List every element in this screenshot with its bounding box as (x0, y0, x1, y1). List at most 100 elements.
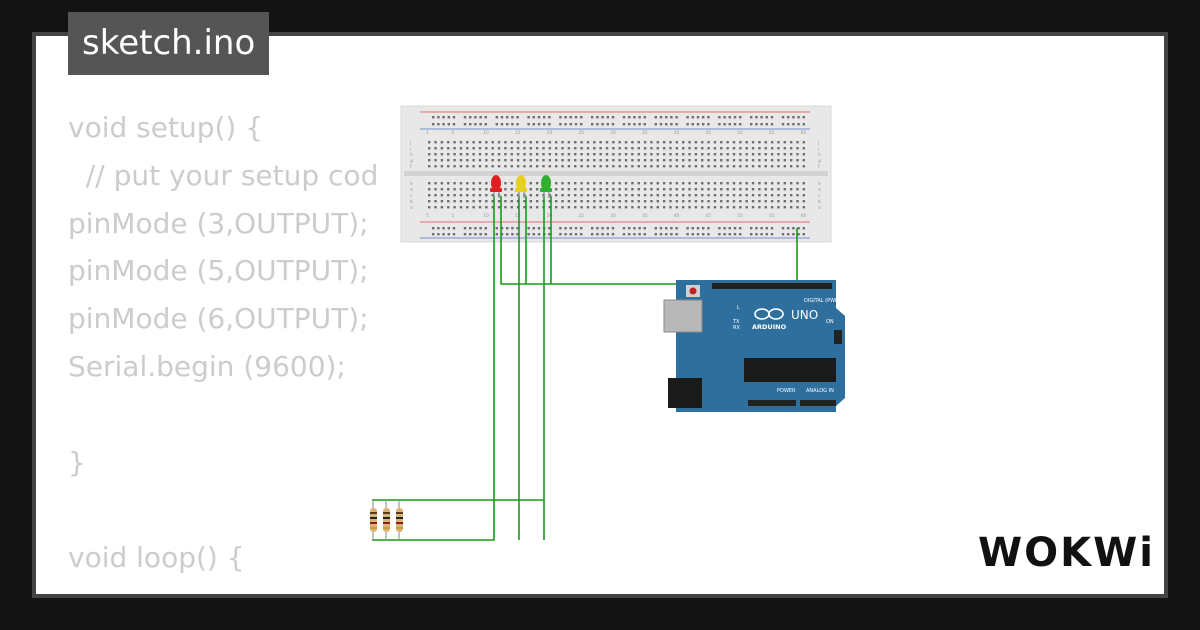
breadboard-hole (728, 116, 731, 119)
breadboard-hole (745, 188, 748, 191)
code-line[interactable]: } (68, 445, 86, 479)
breadboard-hole (591, 116, 594, 119)
breadboard-hole (434, 153, 437, 156)
breadboard-hole (472, 153, 475, 156)
breadboard-hole (802, 206, 806, 209)
breadboard-hole (628, 123, 631, 126)
breadboard-hole (440, 159, 444, 162)
code-line[interactable]: // put your main code here, to run repea… (68, 582, 728, 594)
breadboard-hole (510, 153, 513, 156)
breadboard-hole (535, 141, 539, 144)
resistor-2[interactable] (383, 500, 390, 540)
breadboard-hole (605, 165, 609, 168)
breadboard-hole (732, 147, 736, 150)
breadboard-hole (723, 116, 726, 119)
breadboard-hole (532, 123, 535, 126)
breadboard-hole (745, 141, 748, 144)
breadboard-hole (453, 147, 456, 150)
wire-red-led[interactable] (372, 196, 495, 541)
file-tab[interactable]: sketch.ino (68, 12, 270, 75)
breadboard-hole (637, 153, 640, 156)
breadboard-hole (670, 123, 673, 126)
breadboard-hole (770, 188, 774, 191)
breadboard-hole (593, 194, 596, 197)
breadboard-hole (569, 227, 572, 230)
breadboard-hole (787, 116, 790, 119)
led-yellow[interactable] (515, 175, 527, 198)
breadboard-hole (561, 194, 564, 197)
led-red[interactable] (490, 175, 502, 198)
code-line[interactable]: pinMode (6,OUTPUT); (68, 302, 369, 336)
breadboard-hole (656, 165, 659, 168)
breadboard-hole (612, 194, 615, 197)
breadboard-hole (466, 188, 469, 191)
breadboard-hole (659, 116, 663, 119)
breadboard-hole (601, 227, 604, 230)
breadboard-hole (611, 123, 615, 126)
breadboard-hole (484, 116, 487, 119)
breadboard-hole (739, 188, 742, 191)
code-line[interactable]: Serial.begin (9600); (68, 349, 346, 383)
breadboard-hole (506, 116, 509, 119)
code-line[interactable]: void loop() { (68, 541, 245, 575)
breadboard-hole (605, 147, 609, 150)
breadboard-hole (670, 233, 673, 236)
breadboard-hole (485, 153, 488, 156)
breadboard-hole (593, 182, 596, 185)
breadboard-hole (637, 194, 640, 197)
breadboard-hole (665, 116, 668, 119)
code-line[interactable]: // put your setup cod (68, 158, 379, 192)
breadboard-column-number: 40 (674, 213, 680, 219)
breadboard-hole (516, 165, 520, 168)
breadboard-row-letter: g (410, 159, 413, 164)
arduino-uno[interactable]: DIGITAL (PWM ~) L TX RX UNO ARDUINO ON P… (663, 280, 847, 412)
breadboard-hole (523, 165, 526, 168)
breadboard-column-number: 35 (642, 213, 648, 219)
breadboard-hole (720, 159, 723, 162)
breadboard-hole (797, 123, 800, 126)
breadboard-hole (628, 116, 631, 119)
breadboard-hole (802, 147, 806, 150)
code-line[interactable]: void setup() { (68, 111, 264, 144)
breadboard-hole (599, 165, 602, 168)
breadboard-hole (601, 233, 604, 236)
breadboard-hole (612, 206, 615, 209)
breadboard-hole (510, 200, 513, 203)
breadboard-hole (453, 188, 456, 191)
breadboard-hole (675, 165, 679, 168)
breadboard-hole (637, 182, 640, 185)
breadboard-hole (622, 116, 626, 119)
code-line[interactable]: pinMode (3,OUTPUT); (68, 206, 369, 240)
resistor-1[interactable] (370, 500, 377, 540)
breadboard-hole (561, 206, 564, 209)
breadboard-hole (567, 147, 571, 150)
code-line[interactable]: pinMode (5,OUTPUT); (68, 254, 369, 288)
breadboard-hole (723, 123, 726, 126)
breadboard-hole (713, 147, 717, 150)
resistor-3[interactable] (396, 500, 403, 540)
breadboard-hole (656, 182, 659, 185)
breadboard-hole (792, 233, 795, 236)
breadboard-hole (686, 116, 689, 119)
breadboard-hole (529, 147, 532, 150)
breadboard-hole (694, 194, 698, 197)
breadboard-hole (567, 188, 571, 191)
breadboard-hole (569, 233, 572, 236)
breadboard-hole (656, 206, 659, 209)
power-header (748, 400, 796, 406)
breadboard-hole (694, 153, 698, 156)
breadboard-hole (650, 153, 653, 156)
breadboard-hole (447, 233, 450, 236)
led-green[interactable] (540, 175, 552, 198)
breadboard-hole (434, 147, 437, 150)
breadboard-hole (696, 227, 700, 230)
breadboard-hole (466, 141, 469, 144)
breadboard-hole (726, 182, 729, 185)
breadboard-column-number: 60 (801, 213, 807, 219)
wire-led-cathode-red[interactable] (500, 196, 700, 285)
breadboard-hole (659, 233, 663, 236)
breadboard-row-letter: g (818, 159, 821, 164)
reset-button-cap[interactable] (689, 287, 697, 295)
breadboard-hole (643, 194, 647, 197)
breadboard-hole (452, 116, 456, 119)
